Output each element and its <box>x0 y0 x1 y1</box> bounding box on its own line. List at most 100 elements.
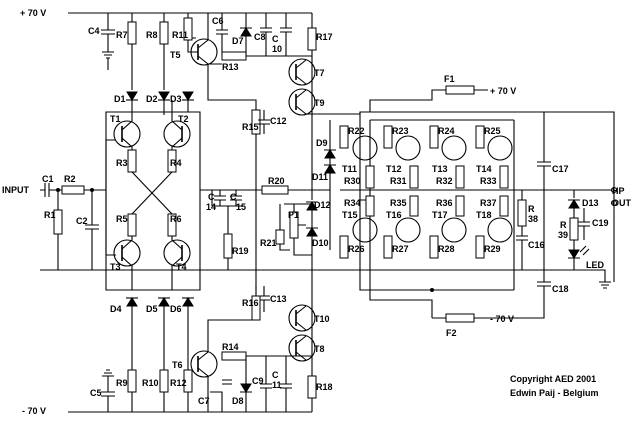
r12-body <box>183 369 193 393</box>
rail-neg-label: - 70 V <box>22 406 46 416</box>
r20-body <box>261 185 289 195</box>
r39-label: R <box>560 220 567 230</box>
t3-symbol <box>113 239 141 267</box>
r2-body <box>61 185 85 195</box>
r27-label: R27 <box>392 244 409 254</box>
r39-body <box>569 217 579 241</box>
c11-label-num: 11 <box>272 380 282 390</box>
d13-label: D13 <box>582 198 599 208</box>
r37-body <box>499 195 509 217</box>
c1-symbol <box>44 183 50 197</box>
r35-label: R35 <box>390 198 407 208</box>
hp-label: HP <box>612 186 625 196</box>
d3-label: D3 <box>170 94 182 104</box>
top-pair-leads <box>121 100 183 150</box>
t6-symbol <box>190 350 218 378</box>
r25-body <box>475 125 485 149</box>
author-line: Edwin Paij - Belgium <box>510 388 599 398</box>
c11-symbol <box>280 356 292 412</box>
node <box>90 188 94 192</box>
c19-symbol <box>573 208 590 250</box>
r2-label: R2 <box>64 174 76 184</box>
r15-label: R15 <box>242 122 259 132</box>
c18-label: C18 <box>552 284 569 294</box>
t9-symbol <box>288 88 316 116</box>
r13-label: R13 <box>222 62 239 72</box>
r10-label: R10 <box>142 378 159 388</box>
r34-body <box>365 195 375 217</box>
c14-symbol <box>211 190 226 206</box>
d13-symbol <box>568 199 580 209</box>
copyright-line: Copyright AED 2001 <box>510 374 596 384</box>
c15-label-num: 15 <box>236 202 246 212</box>
r26-body <box>339 235 349 259</box>
t17-symbol <box>441 217 467 243</box>
t8-label: T8 <box>314 344 325 354</box>
collector-feeds-bottom <box>131 306 189 412</box>
r29-label: R29 <box>484 244 501 254</box>
t14-symbol <box>487 135 513 161</box>
bias-network <box>275 120 336 290</box>
t10-label: T10 <box>314 314 330 324</box>
r6-body <box>167 213 177 237</box>
led-symbol <box>568 249 580 259</box>
r10-body <box>159 369 169 393</box>
t7-symbol <box>288 58 316 86</box>
t16-label: T16 <box>386 210 402 220</box>
t13-label: T13 <box>432 164 448 174</box>
r13-body <box>221 51 247 61</box>
differential-pairs <box>105 13 201 412</box>
r28-body <box>429 235 439 259</box>
r5-label: R5 <box>116 214 128 224</box>
rail-pos-label: + 70 V <box>20 8 46 18</box>
output-drivers <box>288 58 615 362</box>
c7-label: C7 <box>198 396 210 406</box>
output-mosfets <box>339 85 612 323</box>
t13-symbol <box>441 135 467 161</box>
c15-label: C <box>230 192 237 202</box>
d6-label: D6 <box>170 304 182 314</box>
c6-symbol <box>216 13 228 56</box>
pair-bases <box>121 126 183 261</box>
t9-label: T9 <box>314 98 325 108</box>
t8-symbol <box>288 334 316 362</box>
r20-label: R20 <box>268 176 285 186</box>
d8-symbol <box>240 383 252 393</box>
r25-label: R25 <box>484 126 501 136</box>
t3-label: T3 <box>110 262 121 272</box>
r14-body <box>221 351 247 361</box>
c17-symbol <box>537 112 551 190</box>
t14-label: T14 <box>476 164 492 174</box>
r7-label: R7 <box>116 30 128 40</box>
hp-terminal <box>610 186 618 194</box>
t1-label: T1 <box>110 114 121 124</box>
c9-label: C9 <box>252 376 264 386</box>
input-stage <box>40 139 116 270</box>
d1-label: D1 <box>114 94 126 104</box>
r19-body <box>223 233 233 259</box>
r24-body <box>429 125 439 149</box>
node <box>56 188 60 192</box>
p1-wiper <box>293 204 312 256</box>
d7-symbol <box>240 27 252 37</box>
r21-label: R21 <box>260 238 277 248</box>
c8-symbol <box>260 13 272 56</box>
t18-label: T18 <box>476 210 492 220</box>
input-label: INPUT <box>2 185 30 195</box>
r16-label: R16 <box>242 298 259 308</box>
f1-label: F1 <box>444 74 455 84</box>
output-network <box>488 112 618 319</box>
r11-label: R11 <box>172 30 188 40</box>
ground-rail <box>40 269 606 282</box>
f1-body <box>445 85 475 95</box>
r27-body <box>383 235 393 259</box>
r4-label: R4 <box>170 158 182 168</box>
r12-label: R12 <box>170 378 187 388</box>
c13-symbol <box>255 286 270 312</box>
c7-symbol <box>222 379 232 385</box>
c8-label: C8 <box>254 32 266 42</box>
output-ground-symbol <box>599 281 611 289</box>
r1-label: R1 <box>44 210 56 220</box>
c14-label-num: 14 <box>206 202 216 212</box>
